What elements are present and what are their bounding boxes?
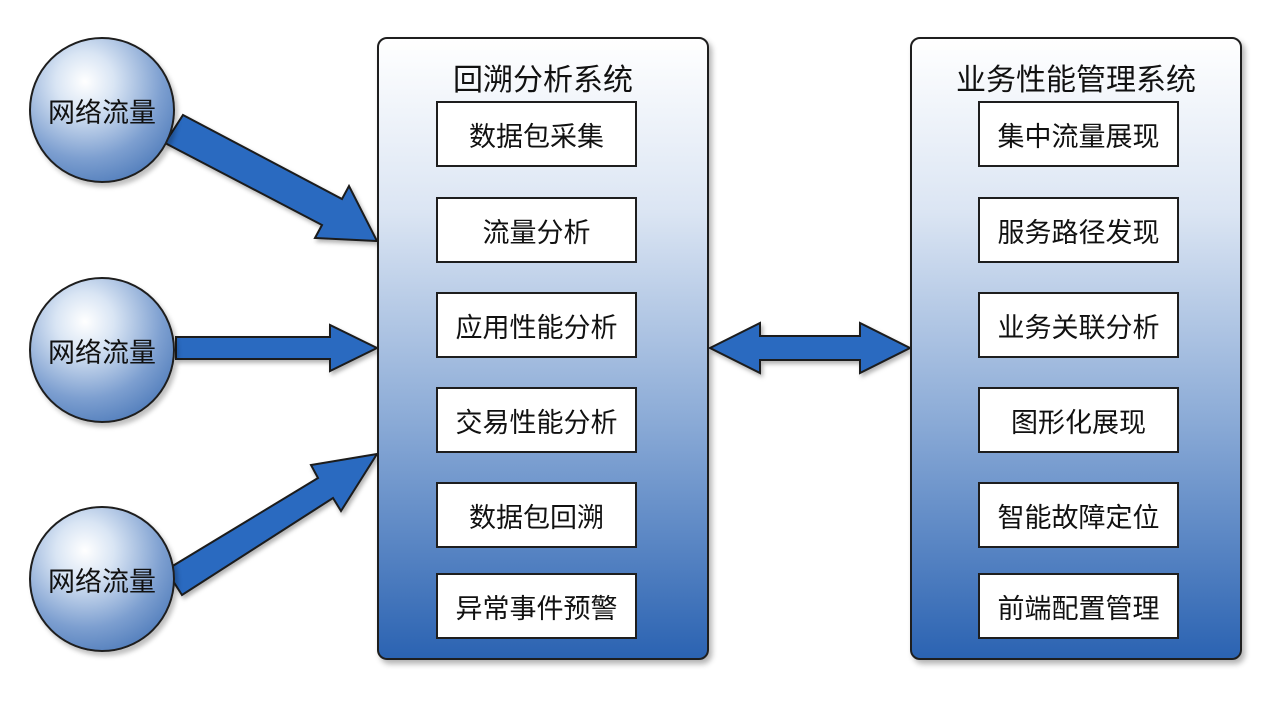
panel-title: 回溯分析系统	[453, 63, 633, 98]
network-traffic-source-3: 网络流量	[29, 506, 175, 652]
panel-item: 异常事件预警	[436, 573, 637, 639]
panel-item: 业务关联分析	[978, 292, 1179, 358]
source-label: 网络流量	[48, 566, 156, 598]
arrow-source-3-to-panel	[164, 452, 380, 597]
arrow-source-1-to-panel	[163, 113, 379, 243]
panel-item: 智能故障定位	[978, 482, 1179, 548]
source-label: 网络流量	[48, 337, 156, 369]
business-performance-panel: 业务性能管理系统 集中流量展现 服务路径发现 业务关联分析 图形化展现 智能故障…	[910, 37, 1242, 660]
network-traffic-source-2: 网络流量	[29, 277, 175, 423]
panel-item: 前端配置管理	[978, 573, 1179, 639]
source-label: 网络流量	[48, 97, 156, 129]
panel-item: 应用性能分析	[436, 292, 637, 358]
panel-item: 交易性能分析	[436, 387, 637, 453]
network-traffic-source-1: 网络流量	[29, 37, 175, 183]
backtrack-analysis-panel: 回溯分析系统 数据包采集 流量分析 应用性能分析 交易性能分析 数据包回溯 异常…	[377, 37, 709, 660]
panel-title: 业务性能管理系统	[956, 63, 1196, 98]
panel-item: 集中流量展现	[978, 101, 1179, 167]
arrow-source-2-to-panel	[175, 323, 380, 373]
panel-item: 数据包回溯	[436, 482, 637, 548]
panel-item: 数据包采集	[436, 101, 637, 167]
panel-item: 图形化展现	[978, 387, 1179, 453]
panel-item: 服务路径发现	[978, 197, 1179, 263]
arrow-bidirectional-panels	[707, 321, 913, 375]
panel-item: 流量分析	[436, 197, 637, 263]
